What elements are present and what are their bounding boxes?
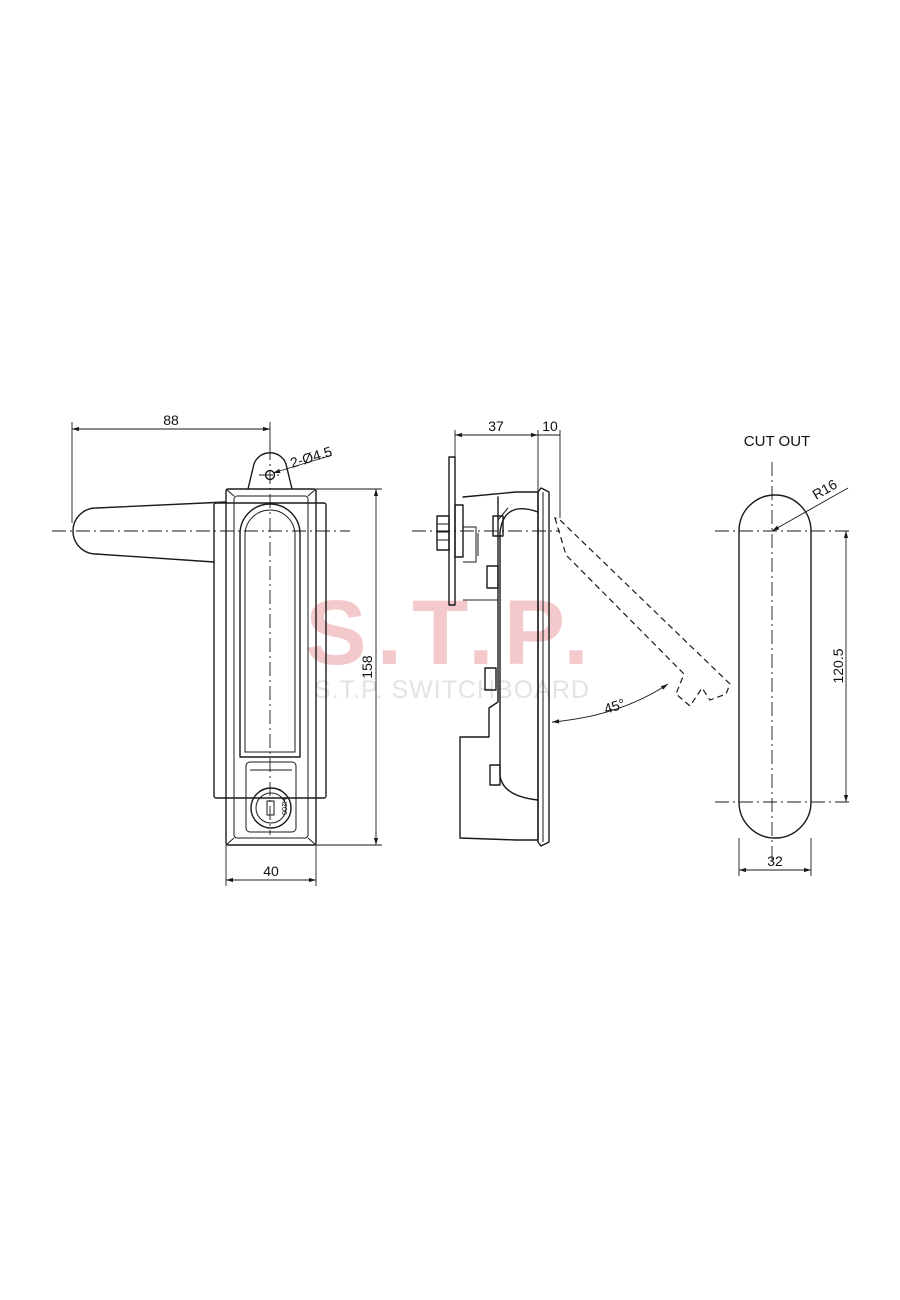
- cutout-view: CUT OUT: [715, 433, 850, 860]
- dim-flange: 10: [542, 418, 558, 434]
- front-view: H200: [52, 446, 350, 846]
- key-slot-icon: [266, 800, 275, 816]
- dim-body-height: 158: [359, 655, 375, 679]
- watermark-main: S.T.P.: [305, 582, 599, 684]
- cutout-shape: [738, 494, 812, 839]
- key-area: [245, 761, 297, 833]
- handle-slot-inner: [244, 509, 296, 753]
- dim-cutout-width: 32: [767, 853, 783, 869]
- angle-arc: [551, 683, 669, 724]
- cutout-dimensions: R16 120.5 32: [738, 476, 849, 876]
- handle-slot: [239, 503, 301, 758]
- dim-angle: 45°: [602, 695, 627, 717]
- side-view: [412, 456, 731, 847]
- side-view-dimensions: 37 10 45°: [454, 418, 669, 724]
- body-chamfer: [225, 488, 317, 846]
- dim-depth: 37: [488, 418, 504, 434]
- front-flange: [537, 487, 550, 847]
- dim-hole-diameter: 2-Ø4.5: [288, 443, 334, 471]
- dim-center-distance: 120.5: [830, 648, 846, 683]
- dim-body-width: 40: [263, 863, 279, 879]
- key-code-label: H200: [280, 798, 287, 815]
- handle-open-position: [554, 516, 731, 707]
- lock-body-outer: [225, 488, 317, 846]
- cam-screw: [436, 515, 450, 551]
- lock-housing: [459, 491, 539, 841]
- dim-radius: R16: [810, 476, 840, 503]
- lock-body-inner: [233, 495, 309, 839]
- dim-handle-width: 88: [163, 412, 179, 428]
- watermark: S.T.P. S.T.P. SWITCHBOARD: [305, 582, 599, 704]
- cutout-title: CUT OUT: [744, 433, 810, 450]
- housing-curve: [499, 508, 539, 801]
- handle-lever: [72, 501, 227, 563]
- key-cylinder: [250, 787, 292, 829]
